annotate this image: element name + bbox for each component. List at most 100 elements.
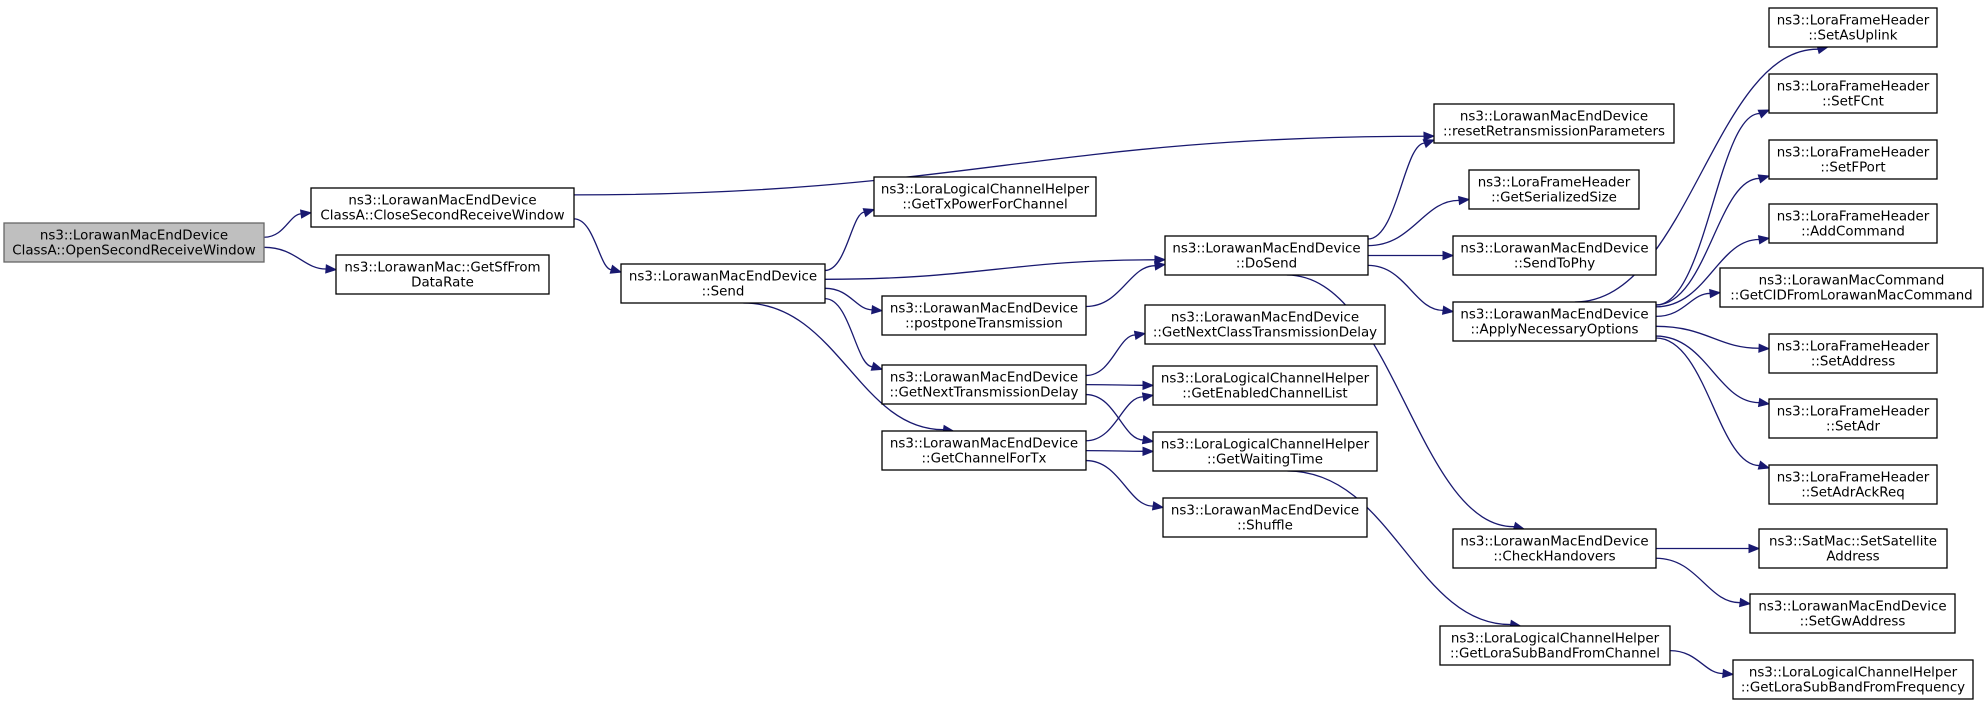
edge-line bbox=[1655, 177, 1761, 306]
edge-line bbox=[1655, 292, 1712, 318]
node-box bbox=[1732, 659, 1974, 700]
node-check-handovers[interactable]: ns3::LorawanMacEndDevice::CheckHandovers bbox=[1452, 528, 1657, 569]
node-label-line: ::SetFPort bbox=[1820, 161, 1885, 176]
edge-n16-n26 bbox=[1655, 337, 1771, 470]
edge-n6-n16 bbox=[1367, 264, 1455, 315]
node-label-line: ns3::LorawanMacEndDevice bbox=[1460, 535, 1648, 550]
node-add-command[interactable]: ns3::LoraFrameHeader::AddCommand bbox=[1768, 203, 1938, 244]
arrowhead bbox=[1442, 250, 1455, 261]
arrowhead bbox=[1757, 397, 1771, 408]
arrowhead bbox=[1757, 109, 1771, 119]
edge-n4-n6 bbox=[824, 255, 1167, 280]
node-label-line: ::DoSend bbox=[1236, 257, 1297, 272]
edge-n6-n15 bbox=[1368, 250, 1455, 261]
node-do-send[interactable]: ns3::LorawanMacEndDevice::DoSend bbox=[1164, 235, 1369, 276]
node-get-enabled-channel-list[interactable]: ns3::LoraLogicalChannelHelper::GetEnable… bbox=[1152, 365, 1378, 406]
node-label-line: ns3::LoraFrameHeader bbox=[1777, 146, 1930, 161]
edge-line bbox=[1655, 112, 1761, 306]
node-label-line: ::SetAsUplink bbox=[1808, 29, 1897, 44]
edge-line bbox=[1085, 396, 1145, 442]
edge-n16-n20 bbox=[1655, 109, 1771, 306]
edge-line bbox=[1367, 142, 1426, 240]
node-box bbox=[1768, 464, 1938, 505]
node-get-serialized-size[interactable]: ns3::LoraFrameHeader::GetSerializedSize bbox=[1468, 169, 1640, 210]
node-label-line: ::SetGwAddress bbox=[1800, 615, 1906, 630]
edge-line bbox=[1085, 450, 1145, 452]
node-open-second-receive-window[interactable]: ns3::LorawanMacEndDeviceClassA::OpenSeco… bbox=[3, 222, 265, 263]
node-box bbox=[1452, 301, 1657, 342]
node-label-line: ns3::LorawanMacEndDevice bbox=[1460, 242, 1648, 257]
node-get-next-class-transmission-delay[interactable]: ns3::LorawanMacEndDevice::GetNextClassTr… bbox=[1144, 304, 1386, 345]
node-set-as-uplink[interactable]: ns3::LoraFrameHeader::SetAsUplink bbox=[1768, 7, 1938, 48]
node-label-line: ns3::LorawanMacEndDevice bbox=[1758, 600, 1946, 615]
node-box bbox=[1758, 528, 1948, 569]
edge-n9-n13 bbox=[1085, 459, 1165, 511]
node-box bbox=[620, 263, 826, 304]
edge-line bbox=[1085, 334, 1137, 377]
node-label-line: ns3::LoraLogicalChannelHelper bbox=[1161, 438, 1370, 453]
node-get-lora-sub-band-from-frequency[interactable]: ns3::LoraLogicalChannelHelper::GetLoraSu… bbox=[1732, 659, 1974, 700]
node-reset-retransmission-parameters[interactable]: ns3::LorawanMacEndDevice::resetRetransmi… bbox=[1433, 103, 1675, 144]
node-postpone-transmission[interactable]: ns3::LorawanMacEndDevice::postponeTransm… bbox=[881, 295, 1087, 336]
edge-n1-n4 bbox=[573, 218, 623, 274]
edge-line bbox=[1655, 557, 1742, 604]
node-label-line: ns3::LorawanMacEndDevice bbox=[890, 371, 1078, 386]
arrowhead bbox=[871, 304, 884, 315]
node-label-line: ::CheckHandovers bbox=[1493, 550, 1615, 565]
node-label-line: ::resetRetransmissionParameters bbox=[1443, 125, 1665, 140]
edge-n17-n28 bbox=[1655, 557, 1752, 608]
node-set-gw-address[interactable]: ns3::LorawanMacEndDevice::SetGwAddress bbox=[1749, 593, 1956, 634]
arrowhead bbox=[862, 208, 876, 218]
arrowhead bbox=[1458, 195, 1471, 206]
node-set-adr-ack-req[interactable]: ns3::LoraFrameHeader::SetAdrAckReq bbox=[1768, 464, 1938, 505]
node-get-waiting-time[interactable]: ns3::LoraLogicalChannelHelper::GetWaitin… bbox=[1152, 431, 1378, 472]
node-close-second-receive-window[interactable]: ns3::LorawanMacEndDeviceClassA::CloseSec… bbox=[310, 187, 575, 228]
node-send-to-phy[interactable]: ns3::LorawanMacEndDevice::SendToPhy bbox=[1452, 235, 1657, 276]
node-get-lora-sub-band-from-channel[interactable]: ns3::LoraLogicalChannelHelper::GetLoraSu… bbox=[1439, 625, 1671, 666]
edge-line bbox=[824, 298, 874, 368]
edge-n4-n7 bbox=[824, 287, 884, 315]
node-label-line: ns3::LorawanMacCommand bbox=[1759, 274, 1945, 289]
node-shuffle[interactable]: ns3::LorawanMacEndDevice::Shuffle bbox=[1162, 497, 1368, 538]
edge-line bbox=[1655, 337, 1761, 467]
arrowhead bbox=[870, 361, 884, 371]
node-label-line: ns3::LorawanMacEndDevice bbox=[40, 229, 228, 244]
node-apply-necessary-options[interactable]: ns3::LorawanMacEndDevice::ApplyNecessary… bbox=[1452, 301, 1657, 342]
node-set-address[interactable]: ns3::LoraFrameHeader::SetAddress bbox=[1768, 333, 1938, 374]
edge-line bbox=[824, 259, 1157, 280]
arrowhead bbox=[1739, 597, 1752, 608]
node-label-line: ns3::LorawanMacEndDevice bbox=[1171, 311, 1359, 326]
node-label-line: ClassA::CloseSecondReceiveWindow bbox=[320, 209, 564, 224]
edge-line bbox=[1287, 470, 1512, 626]
node-label-line: ::GetNextTransmissionDelay bbox=[890, 386, 1079, 401]
edge-line bbox=[1085, 393, 1145, 441]
node-label-line: ns3::LoraLogicalChannelHelper bbox=[1451, 632, 1660, 647]
node-box bbox=[1433, 103, 1675, 144]
node-get-tx-power-for-channel[interactable]: ns3::LoraLogicalChannelHelper::GetTxPowe… bbox=[873, 176, 1097, 217]
arrowhead bbox=[1153, 261, 1167, 271]
arrowhead bbox=[1133, 330, 1147, 341]
arrowhead bbox=[1142, 380, 1155, 391]
node-set-fcnt[interactable]: ns3::LoraFrameHeader::SetFCnt bbox=[1768, 73, 1938, 114]
node-send[interactable]: ns3::LorawanMacEndDevice::Send bbox=[620, 263, 826, 304]
edge-n0-n2 bbox=[263, 246, 338, 274]
node-label-line: ::GetLoraSubBandFromFrequency bbox=[1741, 681, 1965, 696]
node-label-line: ::SetAdr bbox=[1826, 420, 1880, 435]
arrowhead bbox=[1151, 501, 1165, 511]
node-set-fport[interactable]: ns3::LoraFrameHeader::SetFPort bbox=[1768, 139, 1938, 180]
edge-n0-n1 bbox=[263, 209, 313, 238]
node-label-line: ::GetWaitingTime bbox=[1207, 453, 1323, 468]
node-label-line: ns3::LorawanMacEndDevice bbox=[890, 437, 1078, 452]
node-label-line: ns3::LorawanMacEndDevice bbox=[1171, 504, 1359, 519]
node-box bbox=[1439, 625, 1671, 666]
edge-n18-n29 bbox=[1669, 649, 1735, 679]
arrowhead bbox=[299, 209, 313, 219]
node-box bbox=[1768, 7, 1938, 48]
node-set-adr[interactable]: ns3::LoraFrameHeader::SetAdr bbox=[1768, 398, 1938, 439]
node-get-next-transmission-delay[interactable]: ns3::LorawanMacEndDevice::GetNextTransmi… bbox=[881, 364, 1087, 405]
edge-line bbox=[1655, 325, 1761, 349]
node-get-cid-from-lorawan-mac-command[interactable]: ns3::LorawanMacCommand::GetCIDFromLorawa… bbox=[1719, 267, 1984, 308]
node-get-channel-for-tx[interactable]: ns3::LorawanMacEndDevice::GetChannelForT… bbox=[881, 430, 1087, 471]
